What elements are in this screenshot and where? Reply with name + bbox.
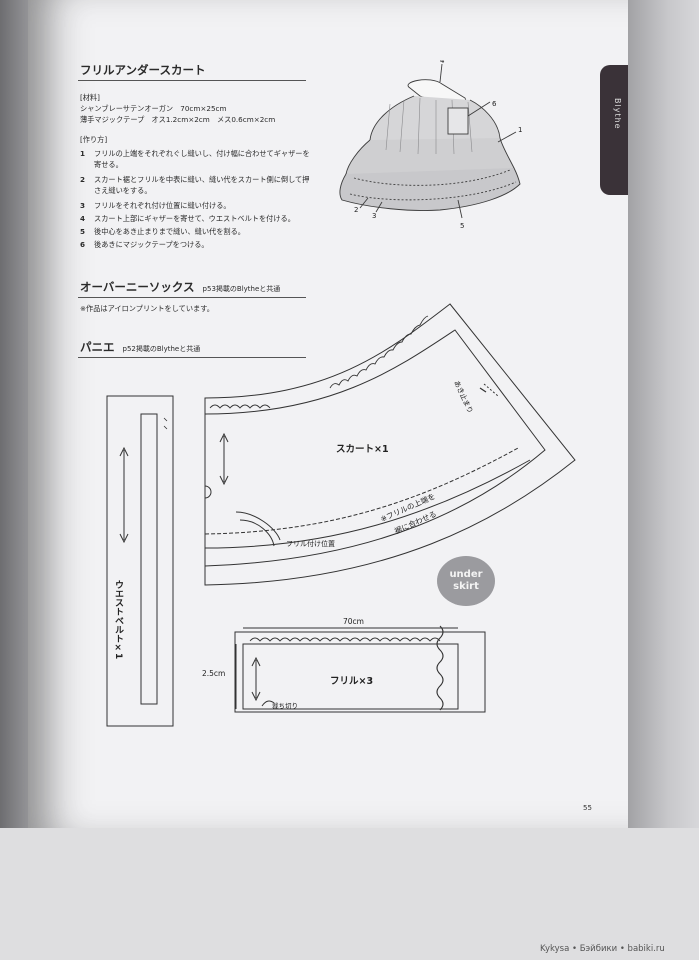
scanner-bed <box>0 828 699 960</box>
step-number: 4 <box>80 214 86 223</box>
section-note: ※作品はアイロンプリントをしています。 <box>80 304 214 313</box>
materials-header: [材料] <box>80 93 100 102</box>
diagram-number: 6 <box>492 100 497 108</box>
frill-piece <box>242 643 459 710</box>
hem-line <box>204 459 531 549</box>
step-text: 寄せる。 <box>94 160 123 169</box>
title-rule <box>78 357 306 358</box>
section-reference: p52掲載のBlytheと共通 <box>122 345 201 353</box>
section-title-text: オーバーニーソックス <box>80 280 195 294</box>
step-text: フリルをそれぞれ付け位置に縫い付ける。 <box>94 201 231 210</box>
page-number: 55 <box>583 804 592 812</box>
waistband-label: ウエストベルト×1 <box>113 580 124 659</box>
underskirt-illustration: 4 6 1 2 3 5 <box>339 60 522 230</box>
step-number: 5 <box>80 227 86 236</box>
watermark: Kykysa • Бэйбики • babiki.ru <box>540 944 665 954</box>
arrow-head <box>219 475 229 486</box>
frill-label: フリル×3 <box>330 676 373 687</box>
material-item: シャンブレーサテンオーガン 70cm×25cm <box>80 104 227 113</box>
material-item: 薄手マジックテープ オス1.2cm×2cm メス0.6cm×2cm <box>80 115 276 124</box>
center-notch <box>204 485 212 499</box>
step-item: 3 フリルをそれぞれ付け位置に縫い付ける。 <box>80 200 231 211</box>
book-page <box>28 0 628 828</box>
section-title-panier: パニエ p52掲載のBlytheと共通 <box>80 339 200 355</box>
arrow-head <box>119 446 129 457</box>
step-text: フリルの上端をそれぞれぐし縫いし、付け幅に合わせてギャザーを <box>94 149 310 158</box>
step-text: スカート上部にギャザーを寄せて、ウエストベルトを付ける。 <box>94 214 295 223</box>
section-reference: p53掲載のBlytheと共通 <box>202 285 281 293</box>
step-text: 後あきにマジックテープをつける。 <box>94 240 209 249</box>
arrow-head <box>219 432 229 443</box>
arrow-head <box>251 656 261 667</box>
diagram-number: 5 <box>460 222 464 230</box>
side-tab <box>600 65 628 195</box>
step-item: 5 後中心をあき止まりまで縫い、縫い代を割る。 <box>80 226 245 237</box>
step-item: 4 スカート上部にギャザーを寄せて、ウエストベルトを付ける。 <box>80 213 295 224</box>
badge-line-2: skirt <box>453 581 479 592</box>
side-tab-text: Blythe <box>613 98 622 130</box>
frill-position-label: フリル付け位置 <box>286 539 335 548</box>
step-item: 2 スカート裾とフリルを中表に縫い、縫い代をスカート側に倒して押 <box>80 174 309 185</box>
next-page-edge <box>620 0 699 830</box>
step-text: さえ縫いをする。 <box>94 186 152 195</box>
section-title-text: パニエ <box>80 340 115 354</box>
section-title-knee-socks: オーバーニーソックス p53掲載のBlytheと共通 <box>80 279 280 295</box>
skirt-label: スカート×1 <box>336 444 389 455</box>
title-rule <box>78 80 306 81</box>
step-item: 1 フリルの上端をそれぞれぐし縫いし、付け幅に合わせてギャザーを <box>80 148 310 159</box>
step-number: 2 <box>80 175 86 184</box>
title-rule <box>78 297 306 298</box>
section-title-frill-underskirt: フリルアンダースカート <box>80 63 206 77</box>
badge-line-1: under <box>449 569 483 580</box>
skirt-outer-outline <box>204 303 576 586</box>
arrow-head <box>251 691 261 702</box>
diagram-number: 2 <box>354 206 358 214</box>
cut-break-mark <box>436 625 444 711</box>
step-item: 寄せる。 <box>80 159 123 170</box>
opening-stop-label: あき止まり <box>452 379 475 415</box>
step-text: スカート裾とフリルを中表に縫い、縫い代をスカート側に倒して押 <box>94 175 310 184</box>
arrow-head <box>119 533 129 544</box>
step-text: 後中心をあき止まりまで縫い、縫い代を割る。 <box>94 227 245 236</box>
step-number: 6 <box>80 240 86 249</box>
cut-label: 裁ち切り <box>272 701 298 710</box>
step-number: 3 <box>80 201 86 210</box>
frill-position-line <box>204 447 519 535</box>
howto-header: [作り方] <box>80 135 108 144</box>
step-number: 1 <box>80 149 86 158</box>
leader-line <box>235 511 281 541</box>
diagram-number: 1 <box>518 126 522 134</box>
diagram-number: 3 <box>372 212 376 220</box>
diagram-number: 4 <box>440 60 445 65</box>
step-item: さえ縫いをする。 <box>80 185 152 196</box>
frill-outer-outline <box>234 631 486 713</box>
step-item: 6 後あきにマジックテープをつける。 <box>80 239 209 250</box>
width-label: 70cm <box>343 617 364 626</box>
skirt-piece <box>204 329 546 567</box>
leader-line <box>261 700 275 707</box>
waistband-piece <box>140 413 158 705</box>
waistband-outer <box>106 395 174 727</box>
height-label: 2.5cm <box>202 669 225 678</box>
